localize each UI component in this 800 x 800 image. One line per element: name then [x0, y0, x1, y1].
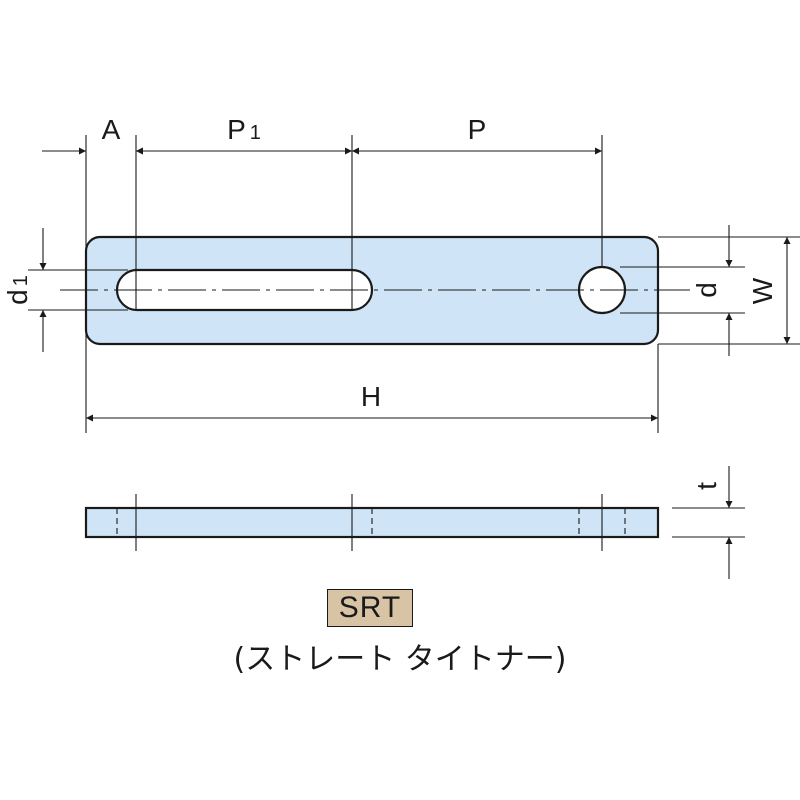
- model-code-badge: SRT: [327, 589, 413, 627]
- label-W: W: [747, 277, 778, 304]
- product-name: (ストレート タイトナー): [233, 642, 567, 677]
- label-P: P: [468, 114, 487, 145]
- label-A: A: [102, 114, 121, 145]
- label-d1: d1: [2, 275, 33, 305]
- label-H: H: [361, 381, 381, 412]
- label-d: d: [691, 282, 722, 298]
- side-view: [84, 466, 745, 579]
- dimension-lines: [39, 147, 791, 422]
- label-t: t: [691, 482, 722, 490]
- extension-lines: [28, 135, 800, 433]
- top-view: [60, 235, 690, 346]
